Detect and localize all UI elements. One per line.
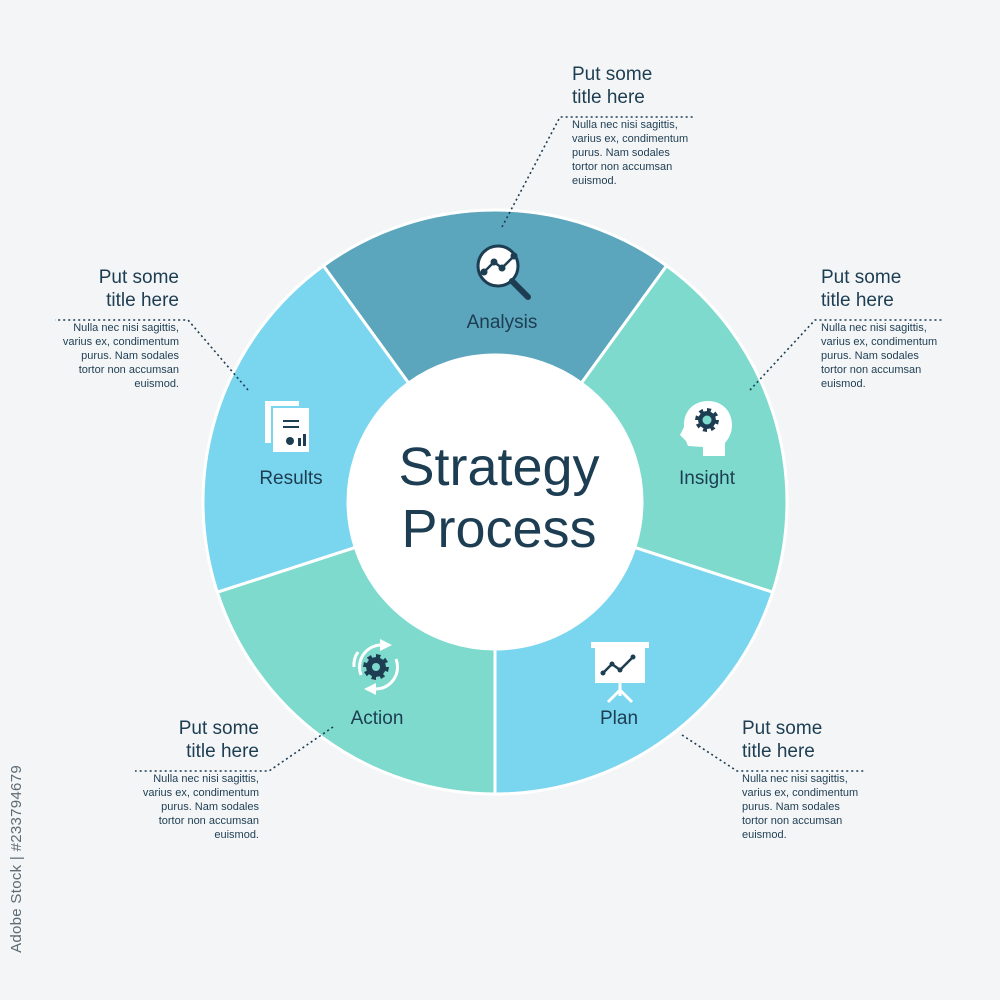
segment-label-insight: Insight	[679, 468, 736, 489]
leader-line-insight	[749, 319, 944, 391]
callout-body: Nulla nec nisi sagittis,varius ex, condi…	[142, 773, 259, 841]
presentation-board-icon	[591, 642, 649, 704]
segment-label-results: Results	[259, 468, 322, 489]
documents-chart-icon	[263, 399, 311, 454]
leader-line-plan	[681, 734, 866, 772]
gear-cycle-icon	[352, 639, 400, 695]
callout-body: Nulla nec nisi sagittis,varius ex, condi…	[821, 322, 938, 390]
segment-label-analysis: Analysis	[467, 312, 538, 333]
segment-label-action: Action	[351, 708, 404, 729]
callout-body: Nulla nec nisi sagittis,varius ex, condi…	[742, 773, 859, 841]
callout-body: Nulla nec nisi sagittis,varius ex, condi…	[572, 119, 689, 187]
stock-id-text: Adobe Stock | #233794679	[8, 765, 25, 953]
gear-hole	[372, 663, 380, 671]
gear-hole	[702, 415, 712, 425]
segment-label-plan: Plan	[600, 708, 638, 729]
center-circle	[348, 355, 642, 649]
callout-body: Nulla nec nisi sagittis,varius ex, condi…	[62, 322, 179, 390]
center-title-line1: Strategy	[398, 437, 599, 497]
magnifier-chart-icon	[476, 244, 531, 300]
leader-line-analysis	[501, 116, 694, 228]
head-gear-icon	[680, 401, 732, 456]
leader-line-action	[135, 726, 334, 772]
leader-line-results	[55, 319, 249, 391]
center-title-line2: Process	[401, 499, 596, 559]
leader-lines	[55, 116, 944, 772]
